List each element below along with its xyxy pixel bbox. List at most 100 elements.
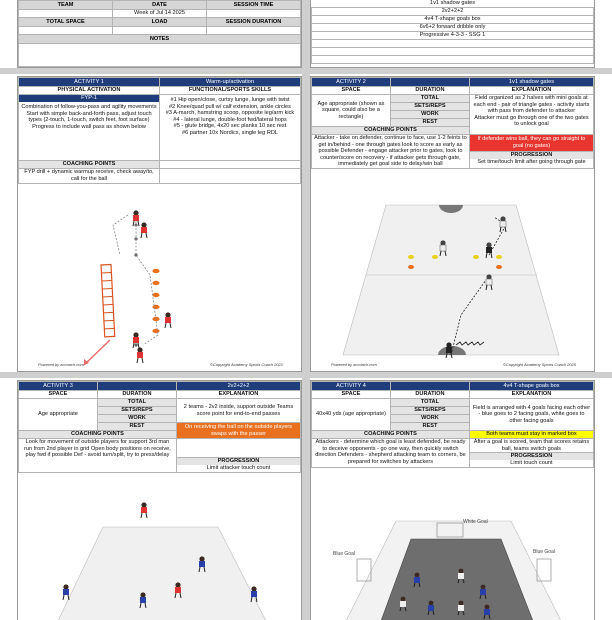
activity-title: ACTIVITY 3 (18, 381, 98, 391)
functional-item: #1 Hip open/close, curtsy lunge, lunge w… (170, 97, 290, 103)
duration-label: DURATION (389, 390, 470, 399)
total-label: TOTAL (389, 94, 470, 103)
progression-label: PROGRESSION (177, 458, 300, 465)
blue-goal-right-label: Blue Goal (533, 549, 555, 555)
dribble-path (455, 341, 485, 346)
highlight-note: Both teams must stay in marked box (468, 430, 594, 439)
players (439, 216, 507, 359)
physical-activation-label: PHYSICAL ACTIVATION (18, 86, 160, 95)
coaching-points-label: COACHING POINTS (311, 430, 470, 439)
work-label: WORK (96, 414, 177, 423)
activity-name: 1v1 shadow gates (468, 77, 594, 87)
duration-label: DURATION (96, 390, 177, 399)
total-label: TOTAL (389, 398, 470, 407)
highlight-note: On receiving the ball on the outside pla… (175, 422, 301, 439)
top-mini-goal (439, 205, 463, 213)
activity-3-diagram (18, 477, 301, 620)
sets-reps-label: SETS/REPS (389, 406, 470, 415)
coaching-text: Attackers - determine which goal is leas… (311, 438, 470, 468)
team-label: TEAM (18, 0, 113, 10)
marker-dots (134, 223, 138, 347)
program-item: 4v4 T-shape goals box (311, 14, 594, 24)
load-label: LOAD (112, 17, 207, 27)
blue-goal-right (536, 558, 552, 582)
rest-label: REST (389, 118, 470, 127)
total-label: TOTAL (96, 398, 177, 407)
explanation-label: EXPLANATION (175, 390, 301, 399)
footer-copyright: ©Copyright Academy Sports Coach 2021 (209, 362, 283, 367)
rest-label: REST (96, 422, 177, 431)
run-paths (112, 214, 159, 346)
space-value: Age appropriate (shown as square, could … (311, 94, 391, 127)
date-value[interactable]: Week of Jul 14 2025 (112, 9, 207, 18)
sets-reps-label: SETS/REPS (389, 102, 470, 111)
functional-item: #3 A-march, hamstring scoop, opposite le… (165, 110, 295, 117)
explanation-label: EXPLANATION (468, 390, 594, 399)
date-label: DATE (112, 0, 207, 10)
cone-set (152, 268, 160, 334)
coaching-points-label: COACHING POINTS (311, 126, 470, 135)
explanation-text: Field is arranged with 4 goals facing ea… (468, 398, 594, 431)
fyp-badge: FYP-1 (19, 95, 159, 102)
explanation-text: Attacker must go through one of the two … (474, 114, 589, 128)
red-players (132, 210, 172, 364)
coaching-text: FYP drill + dynamic warmup receive, chec… (18, 168, 160, 184)
drill-diagram (83, 210, 172, 366)
space-value: 40x40 yds (age appropriate) (311, 398, 391, 431)
program-item: 1v1 shadow gates (429, 0, 476, 6)
activity-title: ACTIVITY 1 (18, 77, 160, 87)
functional-skills-label: FUNCTIONAL/SPORTS SKILLS (159, 86, 301, 95)
footer-copyright: ©Copyright Academy Sports Coach 2025 (502, 362, 576, 367)
activity-name: 4v4 T-shape goals box (468, 381, 594, 391)
functional-item: #4 - lateral lunge, double-foot fwd/late… (173, 116, 287, 123)
white-goal-label: White Goal (463, 519, 488, 525)
activity-4-diagram: White Goal Blue Goal Blue Goal (311, 511, 594, 620)
progression-label: PROGRESSION (470, 152, 593, 159)
notes-label: NOTES (18, 34, 301, 44)
program-item: 6v6+2 forward dribble only (311, 22, 594, 32)
drill-diagram: White Goal Blue Goal Blue Goal (333, 519, 561, 620)
coaching-text: Attacker - take on defender, continue to… (311, 134, 470, 169)
physical-text: Combination of follow-you-pass and agili… (21, 104, 157, 130)
program-list: 1v1 shadow gates 2v2+2+2 4v4 T-shape goa… (310, 0, 595, 68)
drill-diagram (342, 204, 560, 359)
explanation-text: Field organized as 2 halves with mini go… (473, 95, 590, 115)
activity-1-diagram: Powered by accoach.com ©Copyright Academ… (18, 195, 301, 371)
functional-item: #6 partner 10x Nordics, single leg RDL (181, 129, 279, 136)
footer-powered: Powered by accoach.com (331, 362, 377, 367)
activity-title: ACTIVITY 2 (311, 77, 391, 87)
players (399, 568, 491, 620)
white-goal (436, 522, 464, 538)
functional-item: #5 - glute bridge, 4x20 sec planks 10 se… (173, 123, 287, 130)
session-time-label: SESSION TIME (206, 0, 301, 10)
explanation-text: 2 teams - 2v2 inside, support outside Te… (175, 398, 301, 423)
functional-item: #2 Knee/quad pull w/ calf extension, ank… (169, 103, 291, 110)
run-paths (450, 216, 507, 356)
duration-label: DURATION (389, 86, 470, 95)
coaching-text: Look for movement of outside players for… (18, 438, 177, 473)
total-space-label: TOTAL SPACE (18, 17, 113, 27)
activity-title: ACTIVITY 4 (311, 381, 391, 391)
activity-name: 2v2+2+2 (175, 381, 301, 391)
sets-reps-label: SETS/REPS (96, 406, 177, 415)
blue-goal-left (356, 558, 372, 582)
program-item: Progressive 4-3-3 - SSG 1 (311, 30, 594, 40)
players (62, 502, 258, 609)
space-label: SPACE (18, 390, 98, 399)
activity-2-diagram: Powered by accoach.com ©Copyright Academ… (311, 195, 594, 371)
work-label: WORK (389, 414, 470, 423)
functional-list: #1 Hip open/close, curtsy lunge, lunge w… (159, 94, 301, 161)
rest-label: REST (389, 422, 470, 431)
work-label: WORK (389, 110, 470, 119)
space-label: SPACE (311, 86, 391, 95)
notes-field[interactable] (18, 43, 301, 67)
pass-arrow (83, 339, 111, 366)
pitch (342, 204, 560, 356)
session-duration-label: SESSION DURATION (206, 17, 301, 27)
pitch (58, 526, 266, 620)
